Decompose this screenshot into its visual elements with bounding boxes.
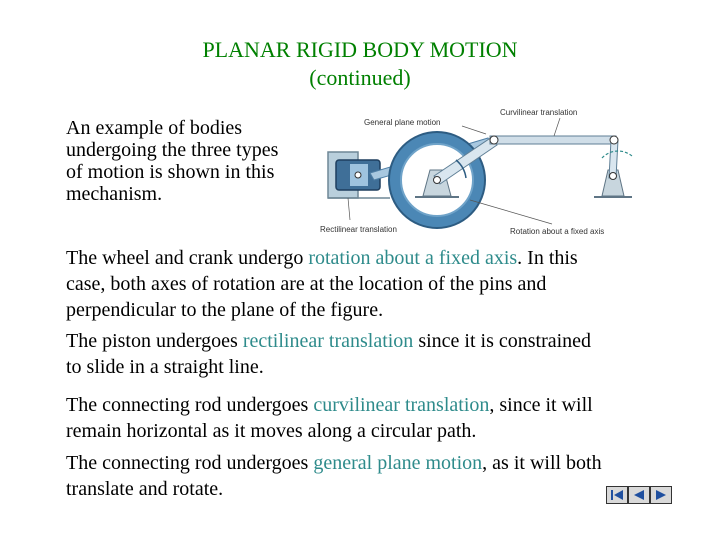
term-curvilinear-translation: curvilinear translation: [313, 394, 490, 416]
label-rotation-fixed-axis: Rotation about a fixed axis: [510, 227, 604, 236]
intro-line-4: mechanism.: [66, 183, 163, 205]
mechanism-figure: General plane motion Curvilinear transla…: [320, 108, 633, 236]
pin-piston: [354, 171, 362, 179]
text-run: The wheel and crank undergo: [66, 247, 309, 269]
leader-rectilinear: [347, 197, 351, 221]
paragraph-curvilinear-line-2: remain horizontal as it moves along a ci…: [66, 420, 477, 442]
next-slide-icon: [656, 490, 666, 500]
text-run: The connecting rod undergoes: [66, 394, 314, 416]
slide-title: PLANAR RIGID BODY MOTION (continued): [0, 36, 720, 92]
intro-line-2: undergoing the three types: [66, 139, 279, 161]
label-rectilinear-translation: Rectilinear translation: [320, 225, 397, 234]
term-rotation-fixed-axis: rotation about a fixed axis: [308, 247, 518, 269]
paragraph-curvilinear-line-1: The connecting rod undergoes curvilinear…: [66, 392, 666, 418]
paragraph-rotation: The wheel and crank undergo rotation abo…: [66, 245, 666, 323]
intro-line-1: An example of bodies: [66, 117, 243, 139]
paragraph-rotation-line-1: The wheel and crank undergo rotation abo…: [66, 245, 666, 271]
leader-curvilinear: [553, 117, 561, 137]
first-slide-button[interactable]: [606, 486, 628, 504]
pin-top-left: [489, 135, 499, 145]
paragraph-rectilinear-line-1: The piston undergoes rectilinear transla…: [66, 328, 666, 354]
paragraph-general-plane: The connecting rod undergoes general pla…: [66, 450, 666, 502]
previous-slide-icon: [634, 490, 644, 500]
leader-general: [461, 125, 487, 135]
paragraph-rectilinear: The piston undergoes rectilinear transla…: [66, 328, 666, 380]
label-general-plane-motion: General plane motion: [364, 118, 441, 127]
pin-wheel: [433, 176, 441, 184]
paragraph-general-plane-line-2: translate and rotate.: [66, 478, 224, 500]
previous-slide-button[interactable]: [628, 486, 650, 504]
text-run: The piston undergoes: [66, 330, 243, 352]
term-general-plane-motion: general plane motion: [313, 452, 483, 474]
paragraph-general-plane-line-1: The connecting rod undergoes general pla…: [66, 450, 666, 476]
intro-line-3: of motion is shown in this: [66, 161, 275, 183]
text-run: , as it will both: [482, 452, 602, 474]
pin-top-right: [609, 135, 619, 145]
paragraph-rotation-line-2: case, both axes of rotation are at the l…: [66, 273, 547, 295]
text-run: . In this: [517, 247, 578, 269]
intro-text: An example of bodies undergoing the thre…: [66, 117, 316, 205]
connecting-rod: [489, 135, 617, 145]
pin-right: [609, 172, 617, 180]
title-line-1: PLANAR RIGID BODY MOTION: [202, 37, 518, 62]
title-line-2: (continued): [309, 65, 411, 90]
text-run: since it is constrained: [413, 330, 592, 352]
label-curvilinear-translation: Curvilinear translation: [500, 108, 577, 117]
curvilinear-arc: [601, 150, 633, 159]
rotation-arc: [455, 159, 467, 179]
first-slide-icon: [611, 490, 623, 500]
paragraph-rotation-line-3: perpendicular to the plane of the figure…: [66, 299, 384, 321]
text-run: , since it will: [489, 394, 593, 416]
term-rectilinear-translation: rectilinear translation: [242, 330, 414, 352]
slide-navigation: [606, 486, 672, 504]
paragraph-rectilinear-line-2: to slide in a straight line.: [66, 356, 264, 378]
next-slide-button[interactable]: [650, 486, 672, 504]
text-run: The connecting rod undergoes: [66, 452, 314, 474]
leader-rotation: [469, 199, 553, 225]
paragraph-curvilinear: The connecting rod undergoes curvilinear…: [66, 392, 666, 444]
